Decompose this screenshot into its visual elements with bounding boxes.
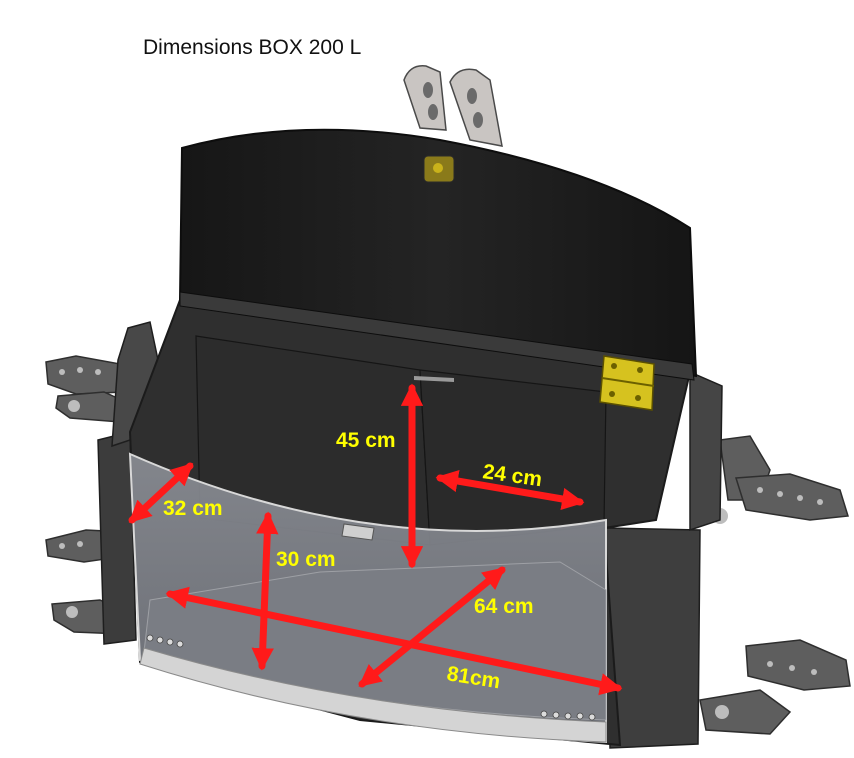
page-title: Dimensions BOX 200 L	[143, 36, 362, 59]
right-post	[605, 527, 701, 749]
lock-icon	[423, 155, 455, 183]
label-45cm: 45 cm	[336, 429, 396, 452]
label-64cm: 64 cm	[474, 595, 534, 618]
arrow-24cm	[435, 469, 585, 511]
back-wall-right	[419, 369, 607, 546]
dimension-arrows	[128, 383, 623, 696]
arrow-81cm	[165, 586, 623, 696]
left-bracket-holes	[59, 367, 101, 618]
right-bracket-holes	[712, 487, 823, 719]
hinge-icon	[599, 355, 655, 411]
label-32cm: 32 cm	[163, 497, 223, 520]
right-brackets	[699, 435, 851, 735]
mounting-lugs	[403, 65, 503, 147]
arrow-32cm	[128, 462, 194, 524]
label-30cm: 30 cm	[276, 548, 336, 571]
